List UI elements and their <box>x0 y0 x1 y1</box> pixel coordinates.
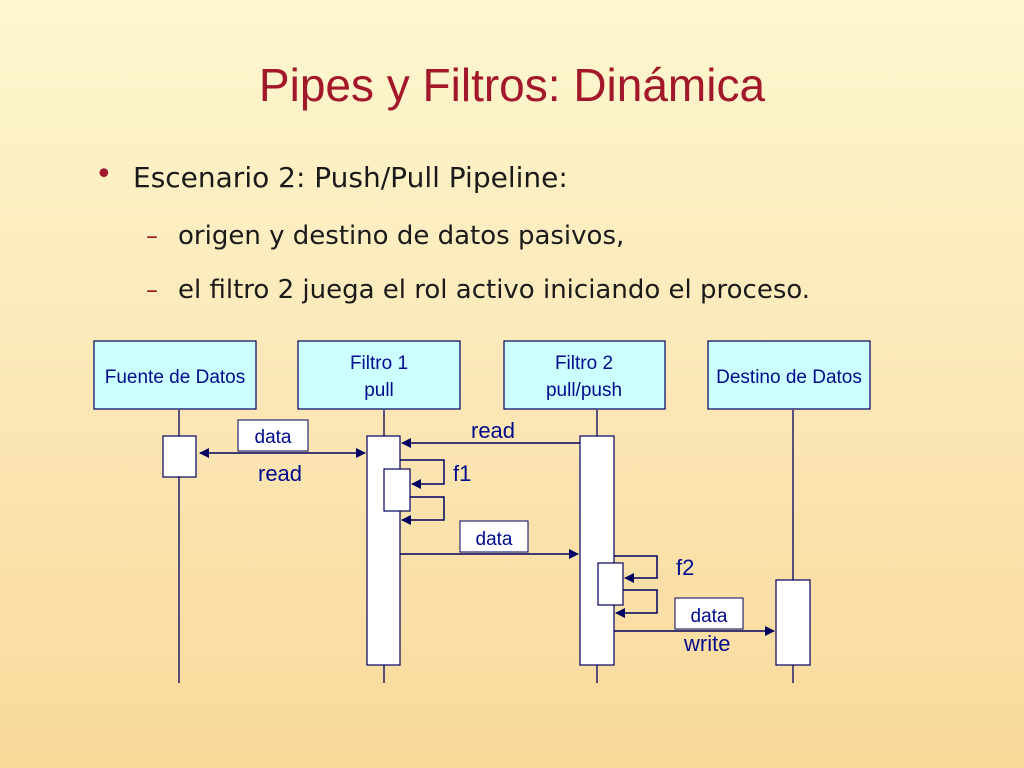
data-box-1 <box>237 419 309 452</box>
data-label: data <box>691 606 728 627</box>
object-label: Filtro 1 <box>350 353 408 374</box>
object-filtro-2: Filtro 2 pull/push <box>503 340 666 410</box>
sub-bullet-dash: – <box>146 276 158 304</box>
activation-destino <box>775 579 811 666</box>
self-call-label-f1: f1 <box>453 461 471 486</box>
message-label-write: write <box>683 631 730 656</box>
object-label: pull <box>364 380 394 401</box>
data-label: data <box>476 529 513 550</box>
self-call-f2-out <box>614 555 658 583</box>
object-destino-de-datos: Destino de Datos <box>707 340 871 410</box>
message-label-read: read <box>471 418 515 443</box>
self-call-f1-out <box>400 459 445 489</box>
object-filtro-1: Filtro 1 pull <box>297 340 461 410</box>
object-label: Destino de Datos <box>716 367 862 388</box>
activation-filtro1-f1 <box>383 468 411 512</box>
self-call-f2-back <box>615 589 658 618</box>
slide-title: Pipes y Filtros: Dinámica <box>258 59 766 111</box>
sub-bullet-dash: – <box>146 222 158 250</box>
activation-filtro2-f2 <box>597 562 624 606</box>
object-label: pull/push <box>546 380 622 401</box>
object-label: Fuente de Datos <box>105 367 245 388</box>
self-call-label-f2: f2 <box>676 555 694 580</box>
data-box-3 <box>674 597 744 630</box>
bullet-marker: • <box>95 157 113 192</box>
data-box-2 <box>459 520 529 553</box>
activation-fuente <box>162 435 197 478</box>
sub-bullet-text: el filtro 2 juega el rol activo iniciand… <box>178 275 811 305</box>
activation-filtro2 <box>579 435 615 666</box>
message-label-read: read <box>258 461 302 486</box>
bullet-text: Escenario 2: Push/Pull Pipeline: <box>133 161 568 194</box>
self-call-f1-back <box>401 496 445 525</box>
object-label: Filtro 2 <box>555 353 613 374</box>
object-fuente-de-datos: Fuente de Datos <box>93 340 257 410</box>
data-label: data <box>255 427 292 448</box>
sub-bullet-text: origen y destino de datos pasivos, <box>178 221 625 251</box>
